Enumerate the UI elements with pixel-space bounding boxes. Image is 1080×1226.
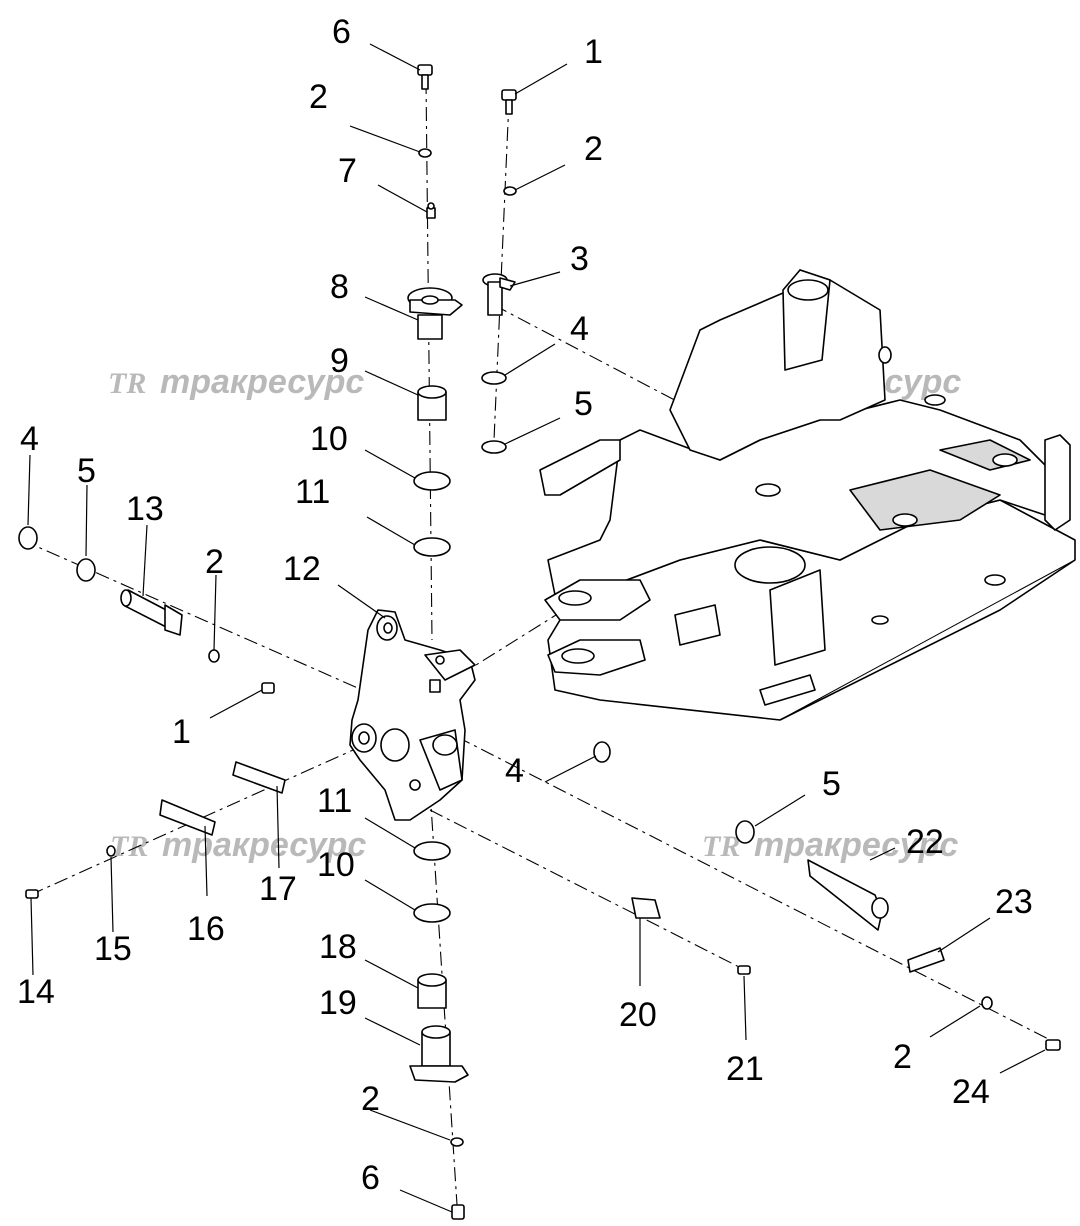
bushing-9 [417,385,447,421]
callout-22: 22 [906,823,944,861]
callout-2: 2 [361,1080,380,1118]
callout-7: 7 [338,152,357,190]
shim-5-a [481,440,507,454]
callout-5: 5 [77,452,96,490]
plate-16 [159,799,216,836]
callout-labels: 6 1 2 2 7 3 8 4 9 5 10 4 5 13 11 2 12 1 … [17,13,1033,1197]
callout-2: 2 [584,130,603,168]
callout-2: 2 [309,78,328,116]
upper-frame [539,269,1076,721]
pin-19 [409,1025,469,1083]
callout-9: 9 [330,342,349,380]
shim-10-a [413,471,451,491]
washer-15 [106,845,116,857]
washer-2-d [450,1137,464,1147]
shim-5-c [735,820,755,844]
watermark-text: тракресурс [162,826,366,864]
callout-2: 2 [205,543,224,581]
shim-4-c [593,741,611,763]
callout-2: 2 [893,1038,912,1076]
bolt-24 [1045,1039,1061,1051]
washer-2-b [503,186,517,196]
plate-23 [907,947,945,973]
callout-1: 1 [172,713,191,751]
pin-8 [407,287,463,340]
callout-1: 1 [584,33,603,71]
callout-8: 8 [330,268,349,306]
callout-4: 4 [505,752,524,790]
leader-lines [27,43,1046,1213]
watermark-logo: TR [702,830,740,863]
callout-3: 3 [570,240,589,278]
callout-5: 5 [822,765,841,803]
callout-6: 6 [361,1159,380,1197]
bolt-6-bottom [451,1204,465,1220]
bushing-18 [417,973,447,1009]
bolt-1-top [501,89,517,115]
watermark-4: TR тракресурс [702,826,958,864]
bolt-1-mid [261,682,275,694]
callout-11: 11 [317,782,352,820]
callout-4: 4 [20,420,39,458]
callout-13: 13 [126,490,164,528]
shim-10-b [413,903,451,923]
watermark-logo: TR [108,367,146,400]
callout-20: 20 [619,996,657,1034]
washer-2-e [981,996,993,1010]
watermark-text: тракресурс [754,826,958,864]
bolt-14 [25,889,39,899]
bolt-21 [737,965,751,975]
callout-12: 12 [283,550,321,588]
pin-13 [120,589,183,636]
pin-22 [807,859,889,931]
callout-16: 16 [187,910,225,948]
callout-10: 10 [317,846,355,884]
swing-bracket [349,609,476,821]
shim-11-b [413,841,451,861]
block-20 [631,897,661,919]
bolt-6-top [417,64,433,90]
callout-11: 11 [295,473,330,511]
plate-17 [232,761,286,794]
washer-2-c [208,649,220,663]
shim-11-a [413,537,451,557]
shim-4-a [481,371,507,385]
watermark-logo: TR [110,830,148,863]
callout-17: 17 [259,870,297,908]
shim-5-b [76,558,96,582]
pin-3 [482,273,516,316]
callout-4: 4 [570,310,589,348]
watermark-3: TR тракресурс [110,826,366,864]
callout-19: 19 [319,984,357,1022]
watermark-text: тракресурс [160,363,364,401]
callout-15: 15 [94,930,132,968]
callout-5: 5 [574,385,593,423]
washer-2-a [418,148,432,158]
grease-fitting-7 [426,202,436,219]
callout-18: 18 [319,928,357,966]
watermark-1: TR тракресурс [108,363,364,401]
callout-10: 10 [310,420,348,458]
callout-14: 14 [17,973,55,1011]
callout-24: 24 [952,1073,990,1111]
callout-21: 21 [726,1050,764,1088]
callout-6: 6 [332,13,351,51]
shim-4-b [18,526,38,550]
callout-23: 23 [995,883,1033,921]
